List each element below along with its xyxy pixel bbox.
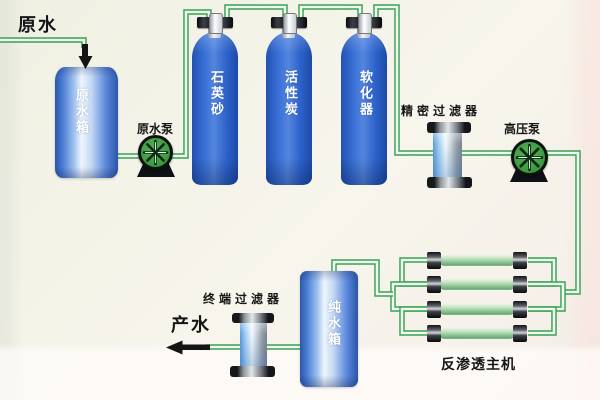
- product-left-arrow-icon: [166, 340, 210, 355]
- ro-membrane-tube: [440, 327, 514, 339]
- ro-tube-end-cap: [513, 251, 527, 269]
- terminal-filter-bottom-flange: [230, 366, 275, 377]
- pure-water-tank-label: 纯水箱: [326, 300, 341, 348]
- ro-tube-end-cap: [513, 324, 527, 342]
- softener-tank: [341, 32, 387, 185]
- terminal-filter-top-flange: [232, 313, 274, 323]
- raw-water-tank-label: 原水箱: [74, 88, 89, 136]
- inlet-down-arrow-icon: [78, 44, 93, 69]
- terminal-filter-label: 终端过滤器: [203, 292, 284, 306]
- quartz-sand-tank-valve-stem: [209, 13, 223, 34]
- product-water-label: 产水: [171, 315, 211, 335]
- high-pressure-pump-icon: [511, 139, 548, 176]
- ro-tube-end-cap: [427, 324, 441, 342]
- precision-filter-body: [433, 127, 462, 183]
- raw-water-pump-icon: [138, 135, 173, 170]
- ro-membrane-tube: [440, 303, 514, 315]
- ro-membrane-tube: [440, 254, 514, 266]
- ro-membrane-tube: [440, 278, 514, 290]
- impeller-icon: [142, 139, 169, 166]
- ro-tube-end-cap: [513, 275, 527, 293]
- raw-water-tank: [55, 67, 118, 178]
- impeller-icon: [515, 143, 544, 172]
- ro-tube-end-cap: [427, 275, 441, 293]
- quartz-sand-tank: [192, 32, 238, 185]
- precision-filter-label: 精密过滤器: [401, 104, 482, 118]
- precision-filter-top-flange: [427, 122, 471, 133]
- raw-water-pump-label: 原水泵: [137, 122, 174, 136]
- terminal-filter-body: [240, 318, 267, 371]
- softener-label: 软化器: [358, 70, 373, 118]
- activated-carbon-tank: [266, 32, 312, 185]
- raw-water-label: 原水: [18, 15, 58, 35]
- activated-carbon-label: 活性炭: [283, 70, 298, 118]
- quartz-sand-label: 石英砂: [209, 70, 224, 118]
- precision-filter-bottom-flange: [427, 177, 472, 188]
- ro-tube-end-cap: [427, 300, 441, 318]
- high-pressure-pump-label: 高压泵: [504, 122, 541, 136]
- activated-carbon-tank-valve-stem: [283, 13, 297, 34]
- ro-main-unit-label: 反渗透主机: [441, 356, 516, 372]
- pure-water-tank: [300, 271, 358, 387]
- softener-tank-valve-stem: [358, 13, 372, 34]
- ro-tube-end-cap: [427, 251, 441, 269]
- ro-tube-end-cap: [513, 300, 527, 318]
